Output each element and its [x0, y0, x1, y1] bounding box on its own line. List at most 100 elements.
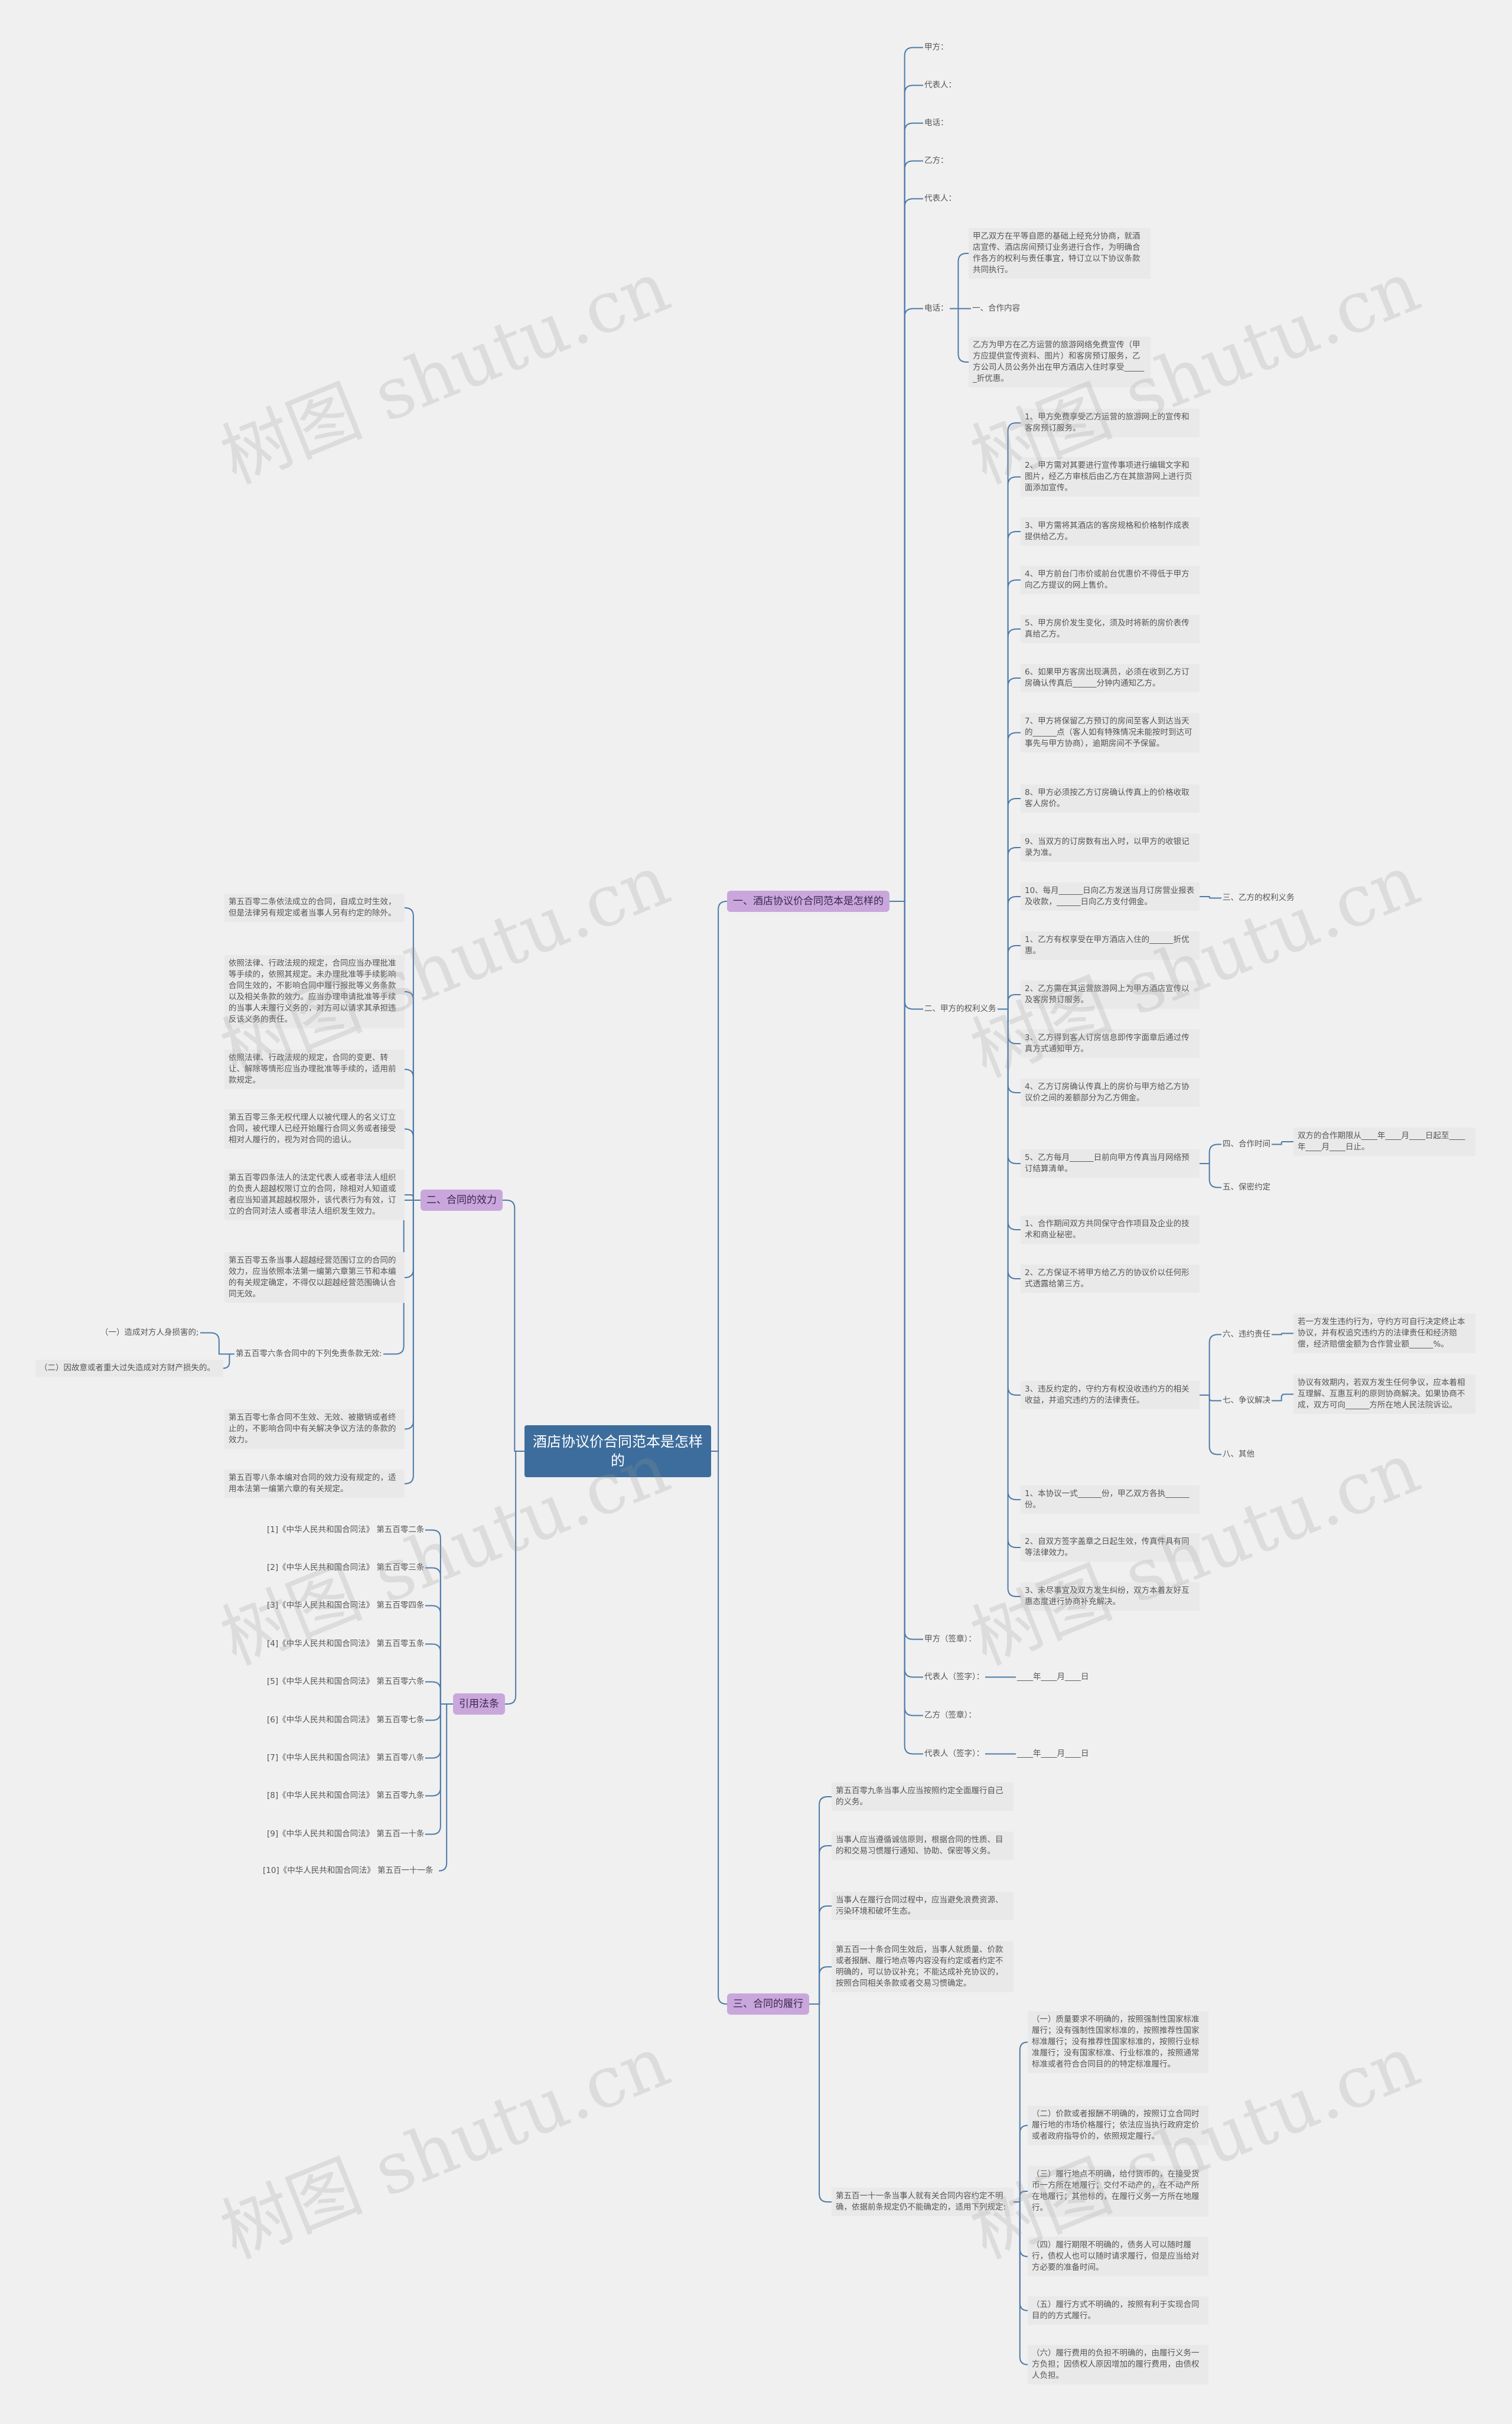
- connector-line: [405, 1194, 421, 1201]
- connector-line: [503, 1200, 524, 1452]
- term-text: 双方的合作期限从____年____月____日起至____年____月____日…: [1293, 1128, 1475, 1156]
- validity-item-8: 第五百零七条合同不生效、无效、被撤销或者终止的，不影响合同中有关解决争议方法的条…: [224, 1409, 405, 1449]
- law-ref-2: [2]《中华人民共和国合同法》 第五百零三条: [267, 1563, 425, 1572]
- connector-line: [998, 896, 1021, 1010]
- connector-line: [998, 798, 1021, 1010]
- watermark: 树图 shutu.cn: [210, 2021, 680, 2275]
- connector-line: [889, 47, 923, 902]
- validity-item-3: 依照法律、行政法规的规定，合同的变更、转让、解除等情形应当办理批准等手续的，适用…: [224, 1050, 405, 1089]
- branch-4-title[interactable]: 三、合同的履行: [727, 1993, 809, 2015]
- other-item-3: 3、未尽事宜及双方发生纠纷，双方本着友好互惠态度进行协商补充解决。: [1021, 1582, 1200, 1611]
- exemption-sub-2: （二）因故意或者重大过失造成对方财产损失的。: [35, 1360, 223, 1377]
- connector-line: [950, 253, 969, 309]
- law-ref-5: [5]《中华人民共和国合同法》 第五百零六条: [267, 1677, 425, 1686]
- connector-line: [889, 308, 923, 902]
- connector-line: [998, 994, 1021, 1010]
- intro-text: 甲乙双方在平等自愿的基础上经充分协商，就酒店宣传、酒店房间预订业务进行合作，为明…: [969, 228, 1151, 279]
- connector-line: [223, 1353, 234, 1369]
- performance-sub-2: （二）价款或者报酬不明确的，按照订立合同时履行地的市场价格履行；依法应当执行政府…: [1028, 2106, 1208, 2145]
- connector-line: [405, 907, 421, 1201]
- branch-2-title[interactable]: 二、合同的效力: [421, 1190, 503, 1211]
- exemption-sub-1: （一）造成对方人身损害的;: [100, 1328, 199, 1337]
- sign-a-rep-field: 代表人（签字）：: [924, 1672, 985, 1682]
- conf-item-3: 3、违反约定的，守约方有权没收违约方的相关收益，并追究违约方的法律责任。: [1021, 1381, 1200, 1409]
- connector-line: [405, 1200, 421, 1484]
- connector-line: [889, 122, 923, 902]
- a-right-8: 8、甲方必须按乙方订房确认传真上的价格收取客人房价。: [1021, 784, 1200, 813]
- sign-b-rep-field: 代表人（签字）：: [924, 1749, 985, 1758]
- connector-line: [505, 1451, 524, 1705]
- connector-line: [425, 1529, 453, 1705]
- cooperation-content: 乙方为甲方在乙方运营的旅游网络免费宣传（甲方应提供宣传资料、图片）和客房预订服务…: [969, 337, 1151, 387]
- connector-line: [425, 1605, 453, 1705]
- other-heading: 八、其他: [1223, 1449, 1254, 1459]
- connector-line: [200, 1332, 234, 1355]
- b-right-4: 4、乙方订房确认传真上的房价与甲方给乙方协议价之间的差额部分为乙方佣金。: [1021, 1079, 1200, 1107]
- connector-line: [950, 308, 969, 363]
- connector-line: [1272, 1332, 1293, 1335]
- connector-line: [1272, 1141, 1293, 1145]
- connector-line: [998, 1008, 1021, 1597]
- connector-line: [889, 198, 923, 902]
- performance-item-3: 当事人在履行合同过程中，应当避免浪费资源、污染环境和破坏生态。: [832, 1892, 1014, 1920]
- branch-1-title[interactable]: 一、酒店协议价合同范本是怎样的: [727, 891, 889, 912]
- sign-b-date: ____年____月____日: [1017, 1749, 1089, 1758]
- law-ref-8: [8]《中华人民共和国合同法》 第五百零九条: [267, 1791, 425, 1800]
- dispute-text: 协议有效期内，若双方发生任何争议，应本着相互理解、互惠互利的原则协商解决。如果协…: [1293, 1374, 1475, 1414]
- connector-line: [1014, 2125, 1028, 2203]
- sign-b-field: 乙方（签章）：: [924, 1711, 976, 1720]
- connector-line: [711, 901, 727, 1452]
- connector-line: [383, 1200, 421, 1355]
- b-right-2: 2、乙方需在其运营旅游网上为甲方酒店宣传以及客房预订服务。: [1021, 980, 1200, 1009]
- connector-line: [998, 677, 1021, 1010]
- party-a-field: 甲方：: [924, 43, 949, 52]
- performance-sub-4: （四）履行期限不明确的，债务人可以随时履行，债权人也可以随时请求履行，但是应当给…: [1028, 2237, 1208, 2276]
- rep-1-field: 代表人：: [924, 80, 956, 90]
- law-ref-1: [1]《中华人民共和国合同法》 第五百零二条: [267, 1525, 425, 1534]
- phone-1-field: 电话：: [924, 118, 949, 128]
- validity-item-9: 第五百零八条本编对合同的效力没有规定的，适用本法第一编第六章的有关规定。: [224, 1470, 405, 1498]
- connector-line: [425, 1643, 453, 1705]
- connector-line: [889, 160, 923, 902]
- connector-line: [1200, 1334, 1221, 1396]
- breach-text: 若一方发生违约行为，守约方可自行决定终止本协议，并有权追究违约方的法律责任和经济…: [1293, 1314, 1475, 1353]
- other-item-1: 1、本协议一式______份，甲乙双方各执______份。: [1021, 1485, 1200, 1514]
- other-item-2: 2、自双方签字盖章之日起生效，传真件具有同等法律效力。: [1021, 1533, 1200, 1562]
- term-heading: 四、合作时间: [1223, 1139, 1270, 1149]
- root-topic[interactable]: 酒店协议价合同范本是怎样的: [524, 1425, 711, 1477]
- law-ref-4: [4]《中华人民共和国合同法》 第五百零五条: [267, 1639, 425, 1648]
- connector-line: [1014, 2201, 1028, 2366]
- connector-line: [425, 1681, 453, 1705]
- conf-item-2: 2、乙方保证不将甲方给乙方的协议价以任何形式透露给第三方。: [1021, 1265, 1200, 1293]
- connector-line: [998, 422, 1021, 1010]
- breach-heading: 六、违约责任: [1223, 1330, 1270, 1339]
- a-right-2: 2、甲方需对其要进行宣传事项进行编辑文字和图片，经乙方审核后由乙方在其旅游网上进…: [1021, 457, 1200, 497]
- connector-line: [438, 1703, 453, 1872]
- party-a-rights-heading: 二、甲方的权利义务: [924, 1004, 996, 1014]
- connector-line: [425, 1703, 453, 1835]
- validity-item-7: 第五百零六条合同中的下列免责条款无效:: [236, 1349, 382, 1358]
- performance-sub-3: （三）履行地点不明确，给付货币的，在接受货币一方所在地履行；交付不动产的，在不动…: [1028, 2166, 1208, 2217]
- connector-line: [809, 2003, 832, 2203]
- connector-line: [405, 1128, 421, 1201]
- rep-2-field: 代表人：: [924, 194, 956, 203]
- sign-a-field: 甲方（签章）：: [924, 1634, 976, 1644]
- connector-line: [998, 945, 1021, 1010]
- connector-line: [889, 84, 923, 902]
- a-right-6: 6、如果甲方客房出现满员，必须在收到乙方订房确认传真后______分钟内通知乙方…: [1021, 664, 1200, 692]
- b-right-1: 1、乙方有权享受在甲方酒店入住的______折优惠。: [1021, 931, 1200, 960]
- law-ref-9: [9]《中华人民共和国合同法》 第五百一十条: [267, 1829, 425, 1839]
- a-right-4: 4、甲方前台门市价或前台优惠价不得低于甲方向乙方提议的网上售价。: [1021, 566, 1200, 594]
- law-ref-7: [7]《中华人民共和国合同法》 第五百零八条: [267, 1753, 425, 1762]
- party-b-rights-heading: 三、乙方的权利义务: [1223, 893, 1295, 903]
- connector-line: [809, 1845, 832, 2005]
- connector-line: [1200, 1163, 1221, 1188]
- performance-item-5: 第五百一十一条当事人就有关合同内容约定不明确，依据前条规定仍不能确定的，适用下列…: [832, 2188, 1014, 2216]
- conf-item-1: 1、合作期间双方共同保守合作项目及企业的技术和商业秘密。: [1021, 1216, 1200, 1244]
- b-right-5: 5、乙方每月______日前向甲方传真当月网络预订结算清单。: [1021, 1149, 1200, 1178]
- performance-sub-1: （一）质量要求不明确的，按照强制性国家标准履行；没有强制性国家标准的，按照推荐性…: [1028, 2011, 1208, 2073]
- validity-item-5: 第五百零四条法人的法定代表人或者非法人组织的负责人超越权限订立的合同，除相对人知…: [224, 1169, 405, 1220]
- connector-line: [711, 1451, 727, 2005]
- branch-3-title[interactable]: 引用法条: [453, 1693, 505, 1715]
